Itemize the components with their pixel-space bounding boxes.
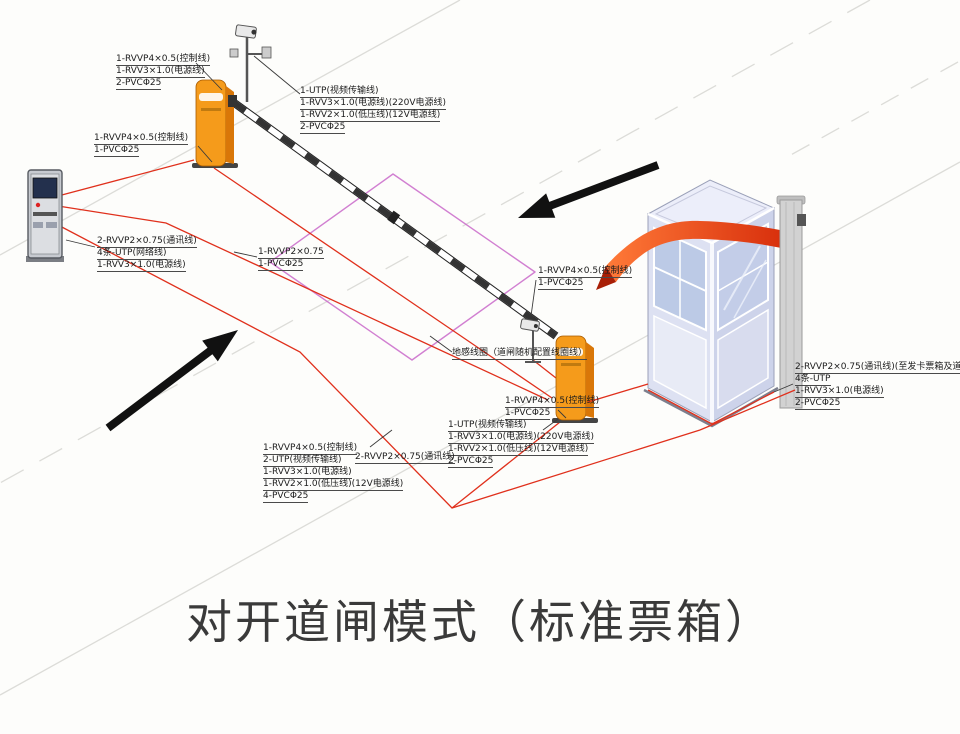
label-line: 2-RVVP2×0.75(通讯线) <box>355 452 455 464</box>
label-line: 4条-UTP <box>795 374 831 386</box>
cable-runs-booth <box>587 383 796 431</box>
direction-arrows <box>105 161 660 432</box>
label-line: 1-PVCΦ25 <box>258 259 304 271</box>
label-trunk-comm: 2-RVVP2×0.75(通讯线) <box>355 452 455 464</box>
camera-pole-1 <box>229 24 272 102</box>
label-line: 2-UTP(视频传输线) <box>263 455 342 467</box>
guard-booth <box>643 179 779 428</box>
label-line: 1-RVV2×1.0(低压线)(12V电源线) <box>263 479 404 491</box>
label-line: 1-RVVP4×0.5(控制线) <box>505 396 600 408</box>
label-line: 2-PVCΦ25 <box>448 456 494 468</box>
label-line: 1-RVV3×1.0(电源线)(220V电源线) <box>448 432 595 444</box>
label-line: 1-RVV2×1.0(低压线)(12V电源线) <box>448 444 589 456</box>
leader-lines <box>65 55 794 448</box>
barrier-arm <box>230 98 559 340</box>
label-ground-loop: 地感线圈（道闸随机配置线圈线） <box>452 348 588 360</box>
label-line: 1-RVVP2×0.75 <box>258 247 324 259</box>
label-line: 1-RVV2×1.0(低压线)(12V电源线) <box>300 110 441 122</box>
label-dispenser-comm: 2-RVVP2×0.75(通讯线) 4条-UTP(网络线) 1-RVV3×1.0… <box>97 236 197 272</box>
label-line: 1-RVV3×1.0(电源线) <box>795 386 884 398</box>
label-gate2-control-top: 1-RVVP4×0.5(控制线) 1-PVCΦ25 <box>538 266 633 290</box>
label-line: 1-PVCΦ25 <box>94 145 140 157</box>
label-gate2-control-bottom: 1-RVVP4×0.5(控制线) 1-PVCΦ25 <box>505 396 600 420</box>
dispenser-screen <box>32 177 58 199</box>
label-line: 1-UTP(视频传输线) <box>448 420 527 432</box>
label-line: 1-RVV3×1.0(电源线) <box>97 260 186 272</box>
camera-pole-2 <box>520 318 541 363</box>
gray-post <box>776 195 806 409</box>
label-mid-comm: 1-RVVP2×0.75 1-PVCΦ25 <box>258 247 324 271</box>
label-line: 1-PVCΦ25 <box>538 278 584 290</box>
label-gate1-cables: 1-RVVP4×0.5(控制线) 1-RVV3×1.0(电源线) 2-PVCΦ2… <box>116 54 211 90</box>
label-trunk-cables: 1-RVVP4×0.5(控制线) 2-UTP(视频传输线) 1-RVV3×1.0… <box>263 443 404 503</box>
label-line: 2-RVVP2×0.75(通讯线)(至发卡票箱及道闸控制线) <box>795 362 960 374</box>
label-line: 2-PVCΦ25 <box>116 78 162 90</box>
arrow-outbound <box>105 330 238 432</box>
ticket-dispenser <box>26 169 64 262</box>
label-line: 1-RVVP4×0.5(控制线) <box>116 54 211 66</box>
arm-joint <box>387 210 401 225</box>
label-dispenser-control: 1-RVVP4×0.5(控制线) 1-PVCΦ25 <box>94 133 189 157</box>
label-line: 4-PVCΦ25 <box>263 491 309 503</box>
label-line: 1-RVV3×1.0(电源线) <box>116 66 205 78</box>
label-line: 4条-UTP(网络线) <box>97 248 167 260</box>
label-line: 2-RVVP2×0.75(通讯线) <box>97 236 197 248</box>
ground-loop <box>269 173 536 361</box>
barrier-gate-2 <box>552 335 598 423</box>
label-line: 1-UTP(视频传输线) <box>300 86 379 98</box>
diagram-title: 对开道闸模式（标准票箱） <box>186 595 774 649</box>
label-line: 1-RVV3×1.0(电源线)(220V电源线) <box>300 98 447 110</box>
label-line: 2-PVCΦ25 <box>795 398 841 410</box>
label-booth-cables: 2-RVVP2×0.75(通讯线)(至发卡票箱及道闸控制线) 4条-UTP 1-… <box>795 362 960 410</box>
label-line: 1-RVV3×1.0(电源线) <box>263 467 352 479</box>
camera-icon <box>520 318 540 332</box>
camera-icon <box>235 24 257 39</box>
label-line: 1-PVCΦ25 <box>505 408 551 420</box>
label-line: 1-RVVP4×0.5(控制线) <box>538 266 633 278</box>
label-line: 1-RVVP4×0.5(控制线) <box>94 133 189 145</box>
label-line: 地感线圈（道闸随机配置线圈线） <box>452 348 588 360</box>
red-ribbon <box>596 220 800 290</box>
arrow-inbound <box>518 161 660 218</box>
label-line: 1-RVVP4×0.5(控制线) <box>263 443 358 455</box>
label-camera1-cables: 1-UTP(视频传输线) 1-RVV3×1.0(电源线)(220V电源线) 1-… <box>300 86 447 134</box>
barrier-gate-1 <box>192 79 238 168</box>
label-camera2-cables: 1-UTP(视频传输线) 1-RVV3×1.0(电源线)(220V电源线) 1-… <box>448 420 595 468</box>
label-line: 2-PVCΦ25 <box>300 122 346 134</box>
